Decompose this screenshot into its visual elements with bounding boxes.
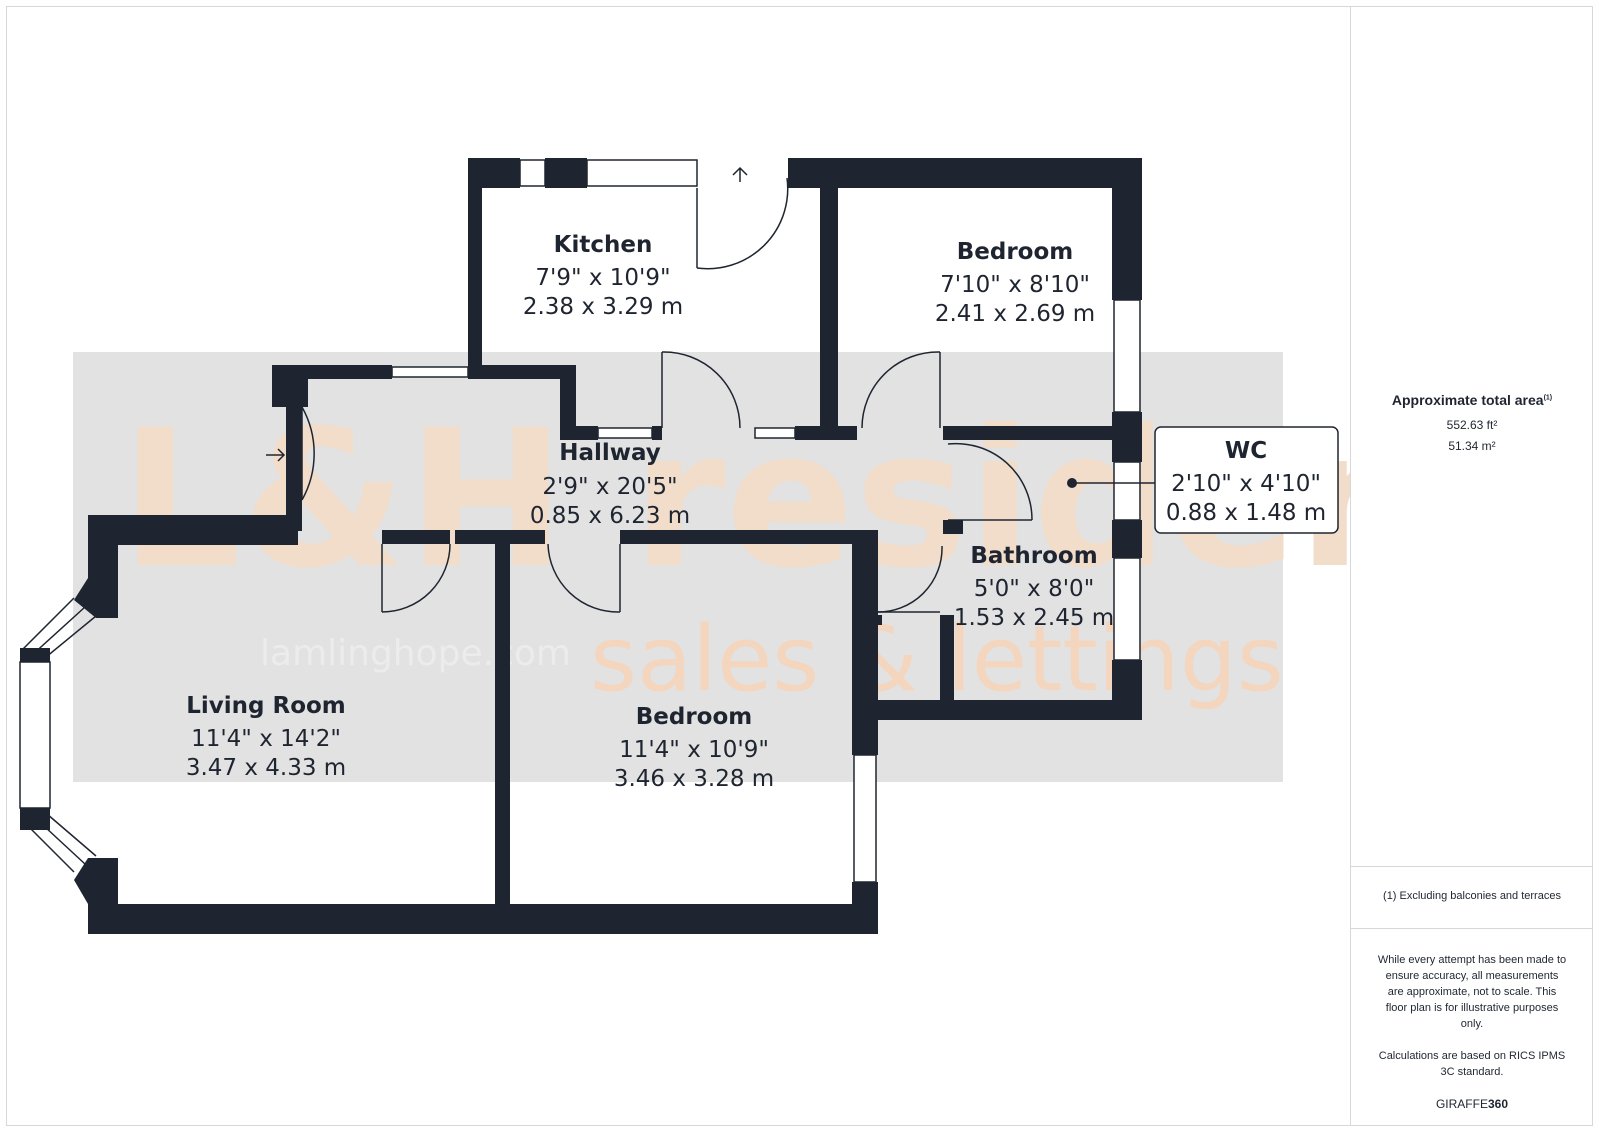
area-title: Approximate total area(1) (1391, 392, 1553, 408)
room-name: Living Room (186, 693, 346, 719)
area-ft: 552.63 ft² (1446, 418, 1498, 432)
walls (20, 158, 1142, 934)
area-note-mark: (1) (1543, 394, 1553, 402)
room-name: WC (1225, 438, 1267, 464)
sidebar-divider (1350, 6, 1351, 1126)
area-footnote: (1) Excluding balconies and terraces (1383, 890, 1561, 902)
total-area-block: Approximate total area(1) 552.63 ft² 51.… (1351, 392, 1593, 453)
floor-plan: L&H residential sales & lettings lamling… (19, 158, 1350, 934)
disclaimer-block: While every attempt has been made to ens… (1351, 952, 1593, 1112)
room-dims-metric: 0.88 x 1.48 m (1166, 500, 1326, 526)
room-dims-imperial: 11'4" x 14'2" (191, 726, 341, 752)
windows (19, 159, 1141, 883)
room-dims-metric: 0.85 x 6.23 m (530, 503, 690, 529)
room-hallway: Hallway 2'9" x 20'5" 0.85 x 6.23 m (530, 440, 690, 529)
room-name: Bedroom (957, 239, 1074, 265)
room-dims-imperial: 7'10" x 8'10" (940, 272, 1090, 298)
room-living-room: Living Room 11'4" x 14'2" 3.47 x 4.33 m (186, 693, 346, 781)
room-wc: WC 2'10" x 4'10" 0.88 x 1.48 m (1067, 426, 1339, 534)
room-dims-imperial: 2'10" x 4'10" (1171, 471, 1321, 497)
room-bedroom-1: Bedroom 7'10" x 8'10" 2.41 x 2.69 m (935, 239, 1095, 327)
disclaimer-text: While every attempt has been made to ens… (1377, 954, 1567, 1030)
room-bathroom: Bathroom 5'0" x 8'0" 1.53 x 2.45 m (954, 543, 1114, 631)
room-name: Kitchen (554, 232, 653, 258)
room-name: Bathroom (970, 543, 1097, 569)
sidebar-separator (1351, 928, 1593, 929)
room-dims-metric: 2.38 x 3.29 m (523, 294, 683, 320)
area-m: 51.34 m² (1448, 439, 1496, 453)
wc-callout-box (1154, 426, 1339, 534)
room-name: Bedroom (636, 704, 753, 730)
room-bedroom-2: Bedroom 11'4" x 10'9" 3.46 x 3.28 m (614, 704, 774, 792)
room-dims-metric: 3.47 x 4.33 m (186, 755, 346, 781)
bay-windows (21, 597, 97, 873)
room-dims-imperial: 5'0" x 8'0" (974, 576, 1095, 602)
watermark-brand: L&H residential (120, 389, 1350, 610)
room-name: Hallway (559, 440, 661, 466)
room-dims-metric: 2.41 x 2.69 m (935, 301, 1095, 327)
wc-pointer-dot (1067, 478, 1077, 488)
watermark-subtitle: sales & lettings (590, 607, 1284, 712)
sidebar-separator (1351, 866, 1593, 867)
page-frame (6, 6, 1593, 1126)
room-dims-metric: 3.46 x 3.28 m (614, 766, 774, 792)
room-dims-imperial: 11'4" x 10'9" (619, 737, 769, 763)
room-dims-imperial: 2'9" x 20'5" (542, 474, 677, 500)
room-dims-imperial: 7'9" x 10'9" (535, 265, 670, 291)
room-kitchen: Kitchen 7'9" x 10'9" 2.38 x 3.29 m (523, 232, 683, 320)
giraffe360-logo: GIRAFFE360 (1435, 1097, 1509, 1111)
watermark-website: lamlinghope.com (260, 633, 571, 674)
doors (266, 166, 1033, 613)
calc-note: Calculations are based on RICS IPMS 3C s… (1378, 1050, 1566, 1078)
room-dims-metric: 1.53 x 2.45 m (954, 605, 1114, 631)
